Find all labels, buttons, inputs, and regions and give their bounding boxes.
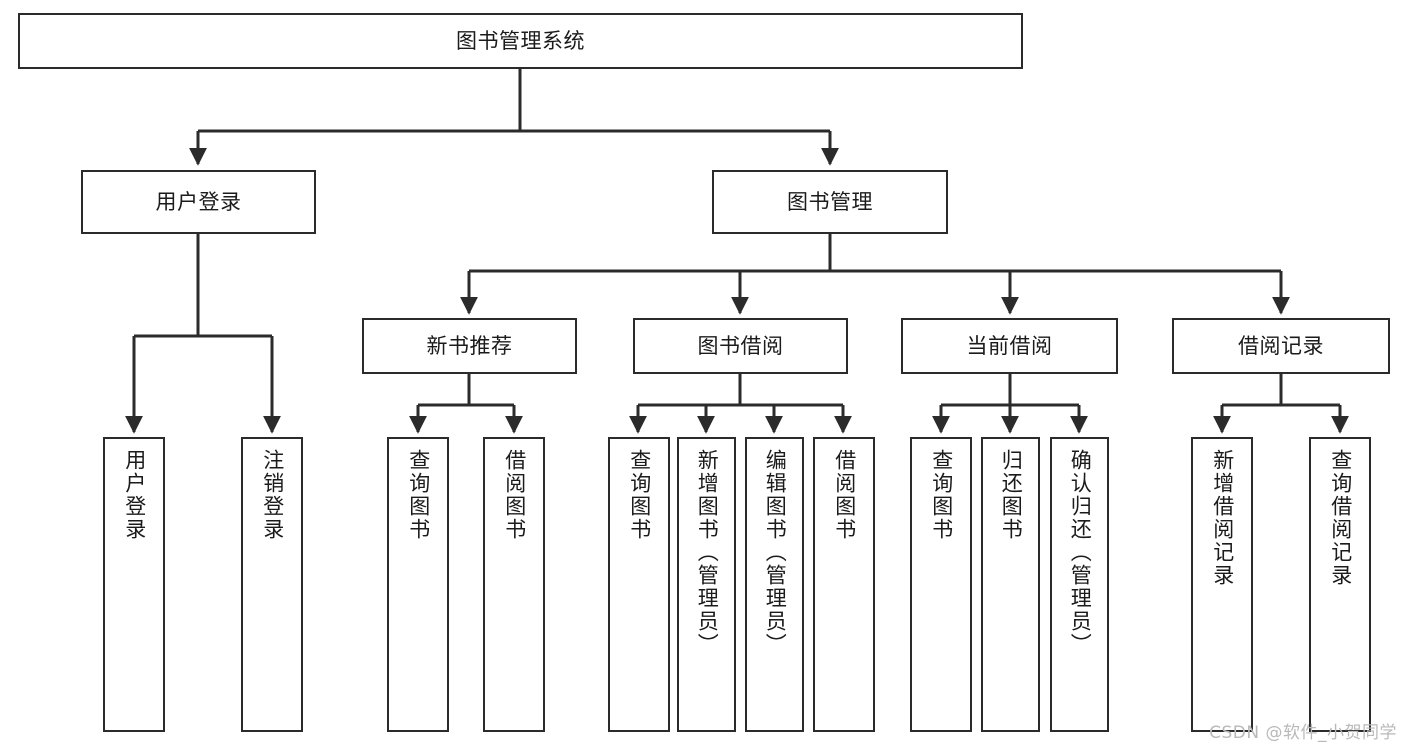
node-leaf-borrow-book-recommend-label: 借阅图书 <box>502 449 527 541</box>
node-leaf-query-book-current[interactable]: 查询图书 <box>910 437 972 732</box>
node-leaf-edit-book-admin[interactable]: 编辑图书（管理员） <box>745 437 804 732</box>
node-leaf-confirm-return-admin[interactable]: 确认归还（管理员） <box>1050 437 1109 732</box>
node-leaf-borrow-book-borrow-label: 借阅图书 <box>832 449 857 541</box>
node-leaf-query-book-current-label: 查询图书 <box>929 449 954 541</box>
node-leaf-return-book-label: 归还图书 <box>999 449 1024 541</box>
node-leaf-return-book[interactable]: 归还图书 <box>981 437 1040 732</box>
node-leaf-query-book-borrow[interactable]: 查询图书 <box>608 437 670 732</box>
node-leaf-query-book-recommend[interactable]: 查询图书 <box>387 437 449 732</box>
node-borrow-record-label: 借阅记录 <box>1238 333 1324 358</box>
node-leaf-query-book-borrow-label: 查询图书 <box>627 449 652 541</box>
node-root-label: 图书管理系统 <box>456 28 585 53</box>
node-root[interactable]: 图书管理系统 <box>18 13 1023 69</box>
node-book-borrow[interactable]: 图书借阅 <box>633 318 848 374</box>
node-leaf-user-login-label: 用户登录 <box>122 449 147 541</box>
node-leaf-logout[interactable]: 注销登录 <box>241 437 303 732</box>
node-leaf-edit-book-admin-label: 编辑图书（管理员） <box>763 449 788 656</box>
node-new-book-recommend[interactable]: 新书推荐 <box>362 318 577 374</box>
node-leaf-user-login[interactable]: 用户登录 <box>103 437 165 732</box>
node-new-book-recommend-label: 新书推荐 <box>426 333 513 358</box>
node-leaf-logout-label: 注销登录 <box>260 449 285 541</box>
node-book-management[interactable]: 图书管理 <box>712 170 948 234</box>
node-user-login-label: 用户登录 <box>155 189 242 214</box>
node-book-management-label: 图书管理 <box>787 189 873 214</box>
node-book-borrow-label: 图书借阅 <box>697 333 784 358</box>
node-leaf-add-borrow-record-label: 新增借阅记录 <box>1210 449 1235 587</box>
node-leaf-confirm-return-admin-label: 确认归还（管理员） <box>1068 449 1093 656</box>
node-current-borrow-label: 当前借阅 <box>966 333 1053 358</box>
node-leaf-query-borrow-record[interactable]: 查询借阅记录 <box>1309 437 1371 732</box>
node-leaf-add-book-admin-label: 新增图书（管理员） <box>695 449 720 656</box>
node-user-login[interactable]: 用户登录 <box>81 170 316 234</box>
csdn-watermark: CSDN @软件_小贺同学 <box>1209 723 1397 743</box>
node-leaf-borrow-book-recommend[interactable]: 借阅图书 <box>483 437 545 732</box>
node-leaf-query-borrow-record-label: 查询借阅记录 <box>1328 449 1353 587</box>
node-current-borrow[interactable]: 当前借阅 <box>901 318 1118 374</box>
node-leaf-add-book-admin[interactable]: 新增图书（管理员） <box>677 437 736 732</box>
node-leaf-query-book-recommend-label: 查询图书 <box>406 449 431 541</box>
node-borrow-record[interactable]: 借阅记录 <box>1172 318 1390 374</box>
node-leaf-borrow-book-borrow[interactable]: 借阅图书 <box>813 437 875 732</box>
node-leaf-add-borrow-record[interactable]: 新增借阅记录 <box>1191 437 1253 732</box>
